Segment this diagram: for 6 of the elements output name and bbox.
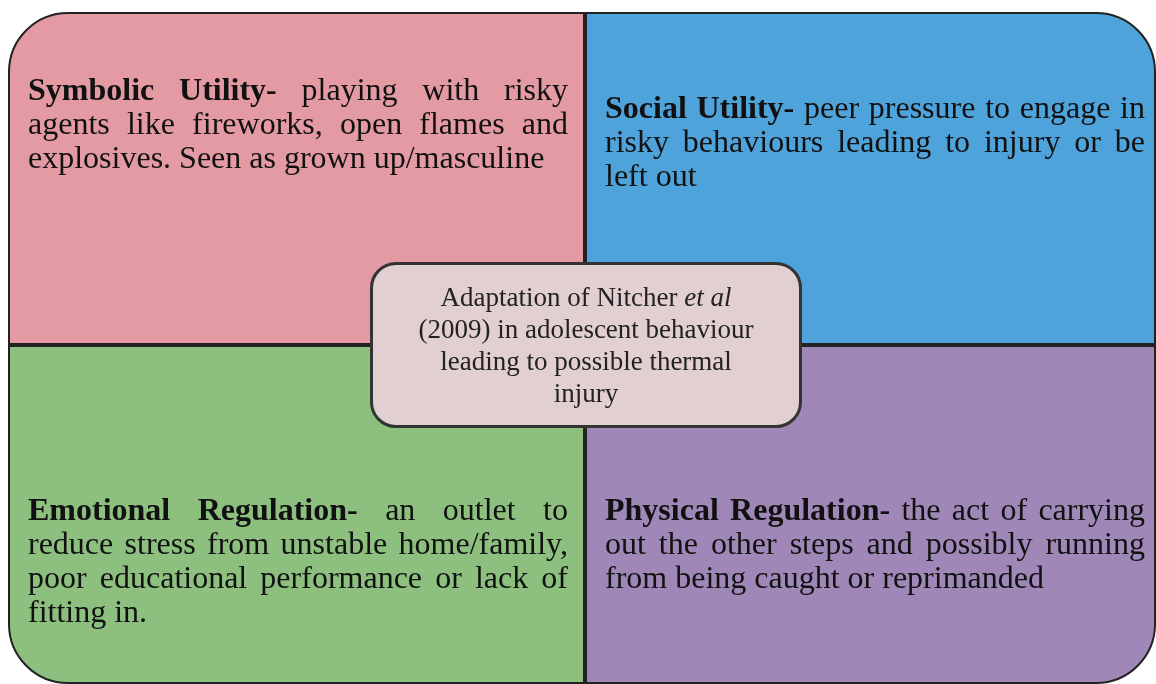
center-text: Adaptation of Nitcher et al (2009) in adolescent behaviour leading to possible thermal injury [417,281,755,409]
description-text: Emotional Regulation- an outlet to reduce stress from unstable home/family, poor educational performance or lack of fitting in. [28,492,568,628]
center-box [370,262,802,428]
description-text: Symbolic Utility- playing with risky agents like fireworks, open flames and explosives. Seen as grown up/masculine [28,72,568,174]
description-text: Physical Regulation- the act of carrying out the other steps and possibly running from being caught or reprimanded [605,492,1145,594]
description-text: Social Utility- peer pressure to engage in risky behaviours leading to injury or be left out [605,90,1145,192]
